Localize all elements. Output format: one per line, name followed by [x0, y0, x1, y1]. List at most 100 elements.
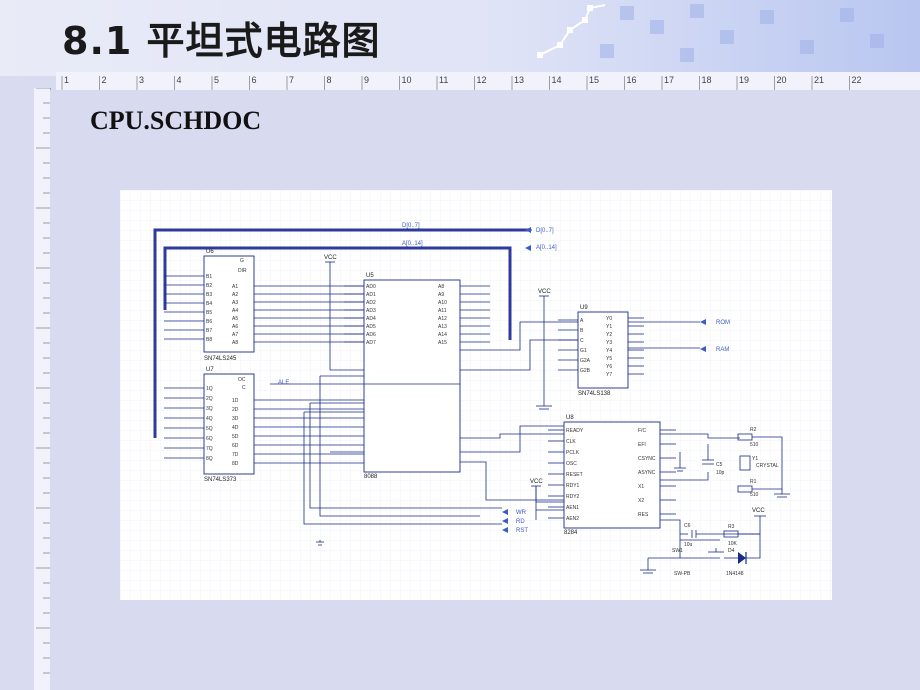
- u7-left-pin-4: 5Q: [206, 426, 213, 432]
- u6-right-pin-0: A1: [232, 284, 238, 290]
- u6-right-pin-6: A7: [232, 332, 238, 338]
- u8-left-pin-6: RDY2: [566, 494, 580, 500]
- u7-left-pin-7: 8Q: [206, 456, 213, 462]
- u6-right-pin-4: A5: [232, 316, 238, 322]
- u9-left-pin-1: B: [580, 328, 584, 334]
- u7-left-pin-6: 7Q: [206, 446, 213, 452]
- port-d-bus[interactable]: D[0..7]: [536, 228, 554, 234]
- u6-pin-g: G: [240, 258, 244, 264]
- u6-left-pin-1: B2: [206, 283, 212, 289]
- y1-value: CRYSTAL: [756, 463, 779, 469]
- vcc-symbol-u9: VCC: [536, 289, 552, 410]
- vcc-symbol-u5: VCC: [324, 255, 337, 370]
- u6-left-pin-3: B4: [206, 301, 212, 307]
- circuit-diagram: D[0..7] A[0..14] D[0..7] A[0..14] U6 SN7…: [120, 190, 832, 600]
- ruler-label-19: 20: [777, 75, 787, 85]
- u9-left-pin-3: G1: [580, 348, 587, 354]
- sw1-value: SW-PB: [674, 571, 691, 577]
- port-ram[interactable]: RAM: [716, 347, 729, 353]
- ruler-label-2: 3: [139, 75, 144, 85]
- u7-part: SN74LS373: [204, 477, 237, 483]
- u9-right-pin-6: Y6: [606, 364, 612, 370]
- bus-label-a: A[0..14]: [402, 241, 423, 247]
- u5-left-pin-1: AD1: [366, 292, 376, 298]
- ruler-label-7: 8: [327, 75, 332, 85]
- u7-right-pin-1: 2D: [232, 407, 239, 413]
- u9-right-pin-7: Y7: [606, 372, 612, 378]
- port-rst[interactable]: RST: [516, 528, 528, 534]
- u9-right-pin-3: Y3: [606, 340, 612, 346]
- u7-right-pin-2: 3D: [232, 416, 239, 422]
- u8-right-pin-2: CSYNC: [638, 456, 656, 462]
- ruler-label-13: 14: [552, 75, 562, 85]
- u7-right-pin-0: 1D: [232, 398, 239, 404]
- port-rom[interactable]: ROM: [716, 320, 730, 326]
- c6-label: C6: [684, 523, 691, 529]
- address-bus: [163, 246, 512, 340]
- u9-left-pin-4: G2A: [580, 358, 591, 364]
- u8-right-pin-6: RES: [638, 512, 649, 518]
- u5-left-pin-3: AD3: [366, 308, 376, 314]
- port-a-bus[interactable]: A[0..14]: [536, 245, 557, 251]
- u8-left-pin-0: READY: [566, 428, 584, 434]
- ruler-label-6: 7: [289, 75, 294, 85]
- u5-right-pin-7: A15: [438, 340, 447, 346]
- u5-right-pin-1: A9: [438, 292, 444, 298]
- u6-right-pin-5: A6: [232, 324, 238, 330]
- vcc-label-3: VCC: [530, 479, 543, 485]
- u6-right-pin-7: A8: [232, 340, 238, 346]
- ruler-label-21: 22: [852, 75, 862, 85]
- ruler-label-9: 10: [402, 75, 412, 85]
- ruler-label-15: 16: [627, 75, 637, 85]
- u9-left-pin-5: G2B: [580, 368, 591, 374]
- u7-ale-net: ALE: [278, 380, 289, 386]
- u6-left-pin-4: B5: [206, 310, 212, 316]
- ruler-label-5: 6: [252, 75, 257, 85]
- u6-left-pin-6: B7: [206, 328, 212, 334]
- slide-title: 8.1 平坦式电路图: [62, 19, 381, 63]
- ruler-label-20: 21: [814, 75, 824, 85]
- u6-pin-dir: DIR: [238, 268, 247, 274]
- reset-circuit: [640, 515, 766, 574]
- u6-part: SN74LS245: [204, 356, 237, 362]
- u9-part: SN74LS138: [578, 391, 611, 397]
- r3-value: 10K: [728, 541, 738, 547]
- u7-left-pin-0: 1Q: [206, 386, 213, 392]
- u5-right-pin-0: A8: [438, 284, 444, 290]
- u8-clock-chip: U8 8284 READYCLKPCLKOSCRESETRDY1RDY2AEN1…: [548, 415, 676, 536]
- crystal-circuit: [660, 433, 790, 498]
- ruler-label-16: 17: [664, 75, 674, 85]
- u9-right-pin-5: Y5: [606, 356, 612, 362]
- u5-left-pin-6: AD6: [366, 332, 376, 338]
- port-wr[interactable]: WR: [516, 510, 527, 516]
- vcc-label-2: VCC: [538, 289, 551, 295]
- d4-label: D4: [728, 548, 735, 554]
- ruler-ticks-vertical: [36, 87, 50, 674]
- y1-label: Y1: [752, 456, 758, 462]
- u6-right-pin-3: A4: [232, 308, 238, 314]
- u7-pin-c: C: [242, 385, 246, 391]
- data-bus: [153, 228, 530, 438]
- u8-right-pin-3: ASYNC: [638, 470, 656, 476]
- r3-label: R3: [728, 524, 735, 530]
- u5-right-pin-4: A12: [438, 316, 447, 322]
- d4-value: 1N4148: [726, 571, 744, 577]
- title-bar: 8.1 平坦式电路图: [0, 0, 920, 76]
- u8-right-pin-4: X1: [638, 484, 644, 490]
- u6-name: U6: [206, 249, 214, 255]
- vertical-ruler: [34, 87, 51, 690]
- ruler-label-11: 12: [477, 75, 487, 85]
- u8-left-pin-5: RDY1: [566, 483, 580, 489]
- r1-value: 510: [750, 492, 759, 498]
- port-rd[interactable]: RD: [516, 519, 525, 525]
- ruler-label-17: 18: [702, 75, 712, 85]
- u9-left-pin-0: A: [580, 318, 584, 324]
- vcc-label-4: VCC: [752, 508, 765, 514]
- u8-left-pin-1: CLK: [566, 439, 576, 445]
- u8-left-pin-2: PCLK: [566, 450, 580, 456]
